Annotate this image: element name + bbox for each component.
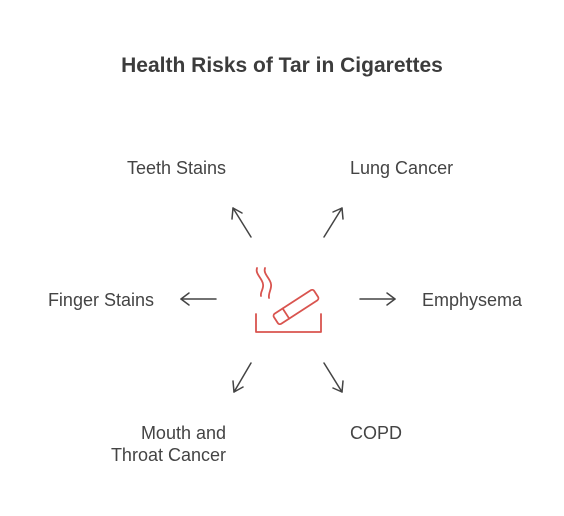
risk-label-lung-cancer: Lung Cancer [350,158,454,178]
risk-label-mouth-throat-line2: Throat Cancer [110,445,226,465]
diagram-title: Health Risks of Tar in Cigarettes [121,54,443,77]
arrow-copd [323,362,344,393]
arrow-mouth-throat-cancer [232,362,252,393]
cigarette-icon [255,267,322,333]
risk-label-mouth-throat-cancer: Mouth and Throat Cancer [76,422,226,466]
arrow-emphysema [359,292,396,306]
arrow-lung-cancer [323,207,344,238]
risk-label-finger-stains: Finger Stains [47,290,154,310]
arrow-finger-stains [180,292,217,306]
risk-label-teeth-stains: Teeth Stains [126,158,226,178]
risk-label-emphysema: Emphysema [422,290,523,310]
arrow-teeth-stains [231,207,252,238]
risk-label-copd: COPD [350,423,403,443]
risk-label-mouth-throat-line1: Mouth and [140,423,226,443]
